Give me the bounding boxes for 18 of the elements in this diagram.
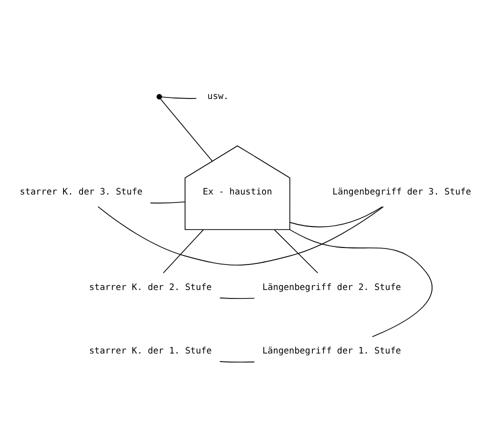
connector bbox=[290, 206, 383, 228]
node-text: usw. bbox=[207, 92, 229, 102]
node-text: Längenbegriff der 1. Stufe bbox=[262, 346, 402, 357]
node-text: Längenbegriff der 3. Stufe bbox=[332, 187, 472, 198]
node-circle bbox=[156, 94, 162, 100]
connector bbox=[289, 229, 432, 338]
connector bbox=[160, 98, 213, 162]
node-text: starrer K. der 2. Stufe bbox=[89, 282, 212, 293]
connector bbox=[98, 206, 384, 266]
connector bbox=[150, 202, 186, 204]
connector bbox=[274, 229, 318, 274]
node-text: Längenbegriff der 2. Stufe bbox=[262, 282, 402, 293]
connector bbox=[161, 96, 197, 99]
connector bbox=[162, 229, 204, 274]
connector bbox=[219, 361, 255, 363]
connector bbox=[219, 298, 255, 299]
node-text: starrer K. der 1. Stufe bbox=[89, 346, 212, 357]
node-text: starrer K. der 3. Stufe bbox=[20, 187, 143, 198]
